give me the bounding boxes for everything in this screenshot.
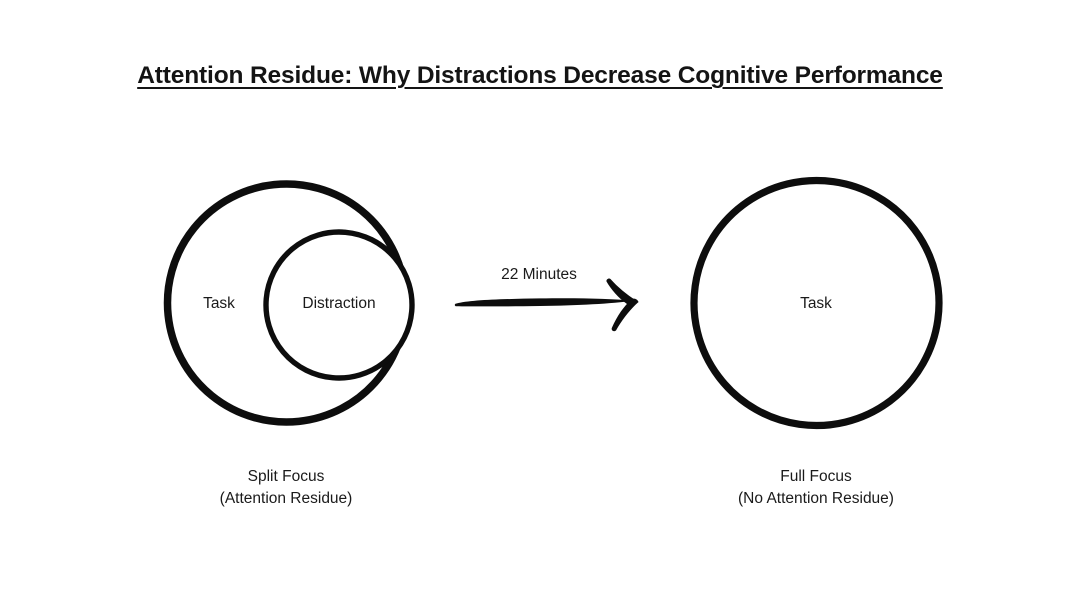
left-inner-circle-label: Distraction — [302, 295, 376, 312]
transition-arrow-shaft — [454, 298, 634, 307]
transition-arrow-label: 22 Minutes — [501, 266, 577, 283]
left-outer-circle-label: Task — [203, 295, 235, 312]
right-circle-label: Task — [800, 295, 832, 312]
left-caption-line-2: (Attention Residue) — [219, 490, 353, 507]
page-title: Attention Residue: Why Distractions Decr… — [0, 62, 1080, 90]
left-group-caption: Split Focus (Attention Residue) — [166, 466, 406, 510]
right-group-caption: Full Focus (No Attention Residue) — [696, 466, 936, 510]
right-circle-task — [690, 176, 943, 430]
right-caption-line-1: Full Focus — [780, 468, 852, 485]
right-caption-line-2: (No Attention Residue) — [738, 490, 894, 507]
page-title-text: Attention Residue: Why Distractions Decr… — [137, 62, 943, 89]
left-caption-line-1: Split Focus — [247, 468, 325, 485]
transition-arrow-head-upper — [606, 278, 639, 305]
left-inner-circle-distraction — [263, 229, 415, 381]
transition-arrow-head-lower — [611, 298, 639, 332]
